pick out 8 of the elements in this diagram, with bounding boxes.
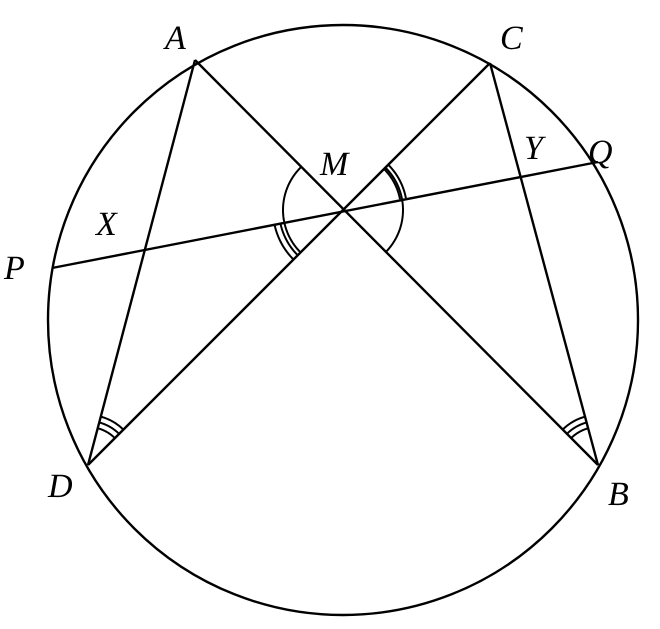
point-label: A bbox=[165, 22, 186, 56]
point-label: C bbox=[500, 22, 523, 56]
point-label: B bbox=[608, 478, 629, 512]
point-label: P bbox=[4, 252, 25, 286]
point-label: M bbox=[320, 148, 348, 182]
point-label: X bbox=[96, 208, 117, 242]
point-label: D bbox=[48, 470, 73, 504]
point-label: Q bbox=[588, 136, 613, 170]
